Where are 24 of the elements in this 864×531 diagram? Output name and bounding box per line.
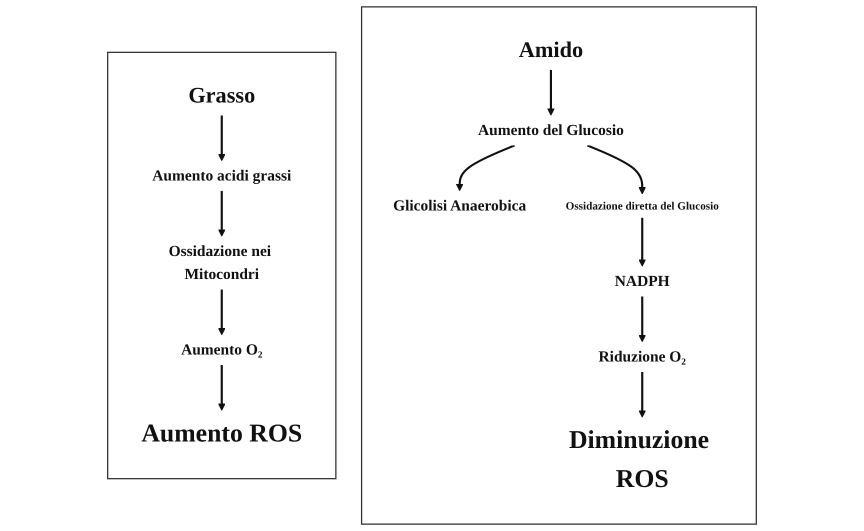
arrow: [456, 144, 516, 192]
node-text: Glicolisi Anaerobica: [393, 196, 526, 214]
node-text: Amido: [518, 37, 584, 62]
cluster: [360, 6, 757, 525]
node-text: Aumento acidi grassi: [152, 166, 292, 184]
node-text: Diminuzione ROS: [568, 426, 710, 493]
arrow: [547, 70, 555, 116]
arrow: [586, 144, 646, 194]
arrow: [218, 190, 226, 237]
node-text: Riduzione O₂: [598, 348, 686, 366]
node-text: Ossidazione diretta del Glucosio: [566, 199, 719, 212]
node-text: Grasso: [188, 82, 256, 108]
node-text: Aumento del Glucosio: [478, 121, 624, 139]
arrow: [218, 115, 226, 162]
arrow: [638, 372, 646, 418]
node-text: Aumento ROS: [141, 419, 302, 448]
node-text: Ossidazione nei Mitocondri: [168, 242, 272, 283]
arrow: [218, 365, 226, 411]
arrow: [218, 290, 226, 336]
node-text: Aumento O₂: [181, 340, 262, 358]
arrow: [638, 218, 646, 267]
cluster: [107, 52, 336, 480]
arrow: [638, 296, 646, 342]
node-text: NADPH: [614, 272, 670, 290]
